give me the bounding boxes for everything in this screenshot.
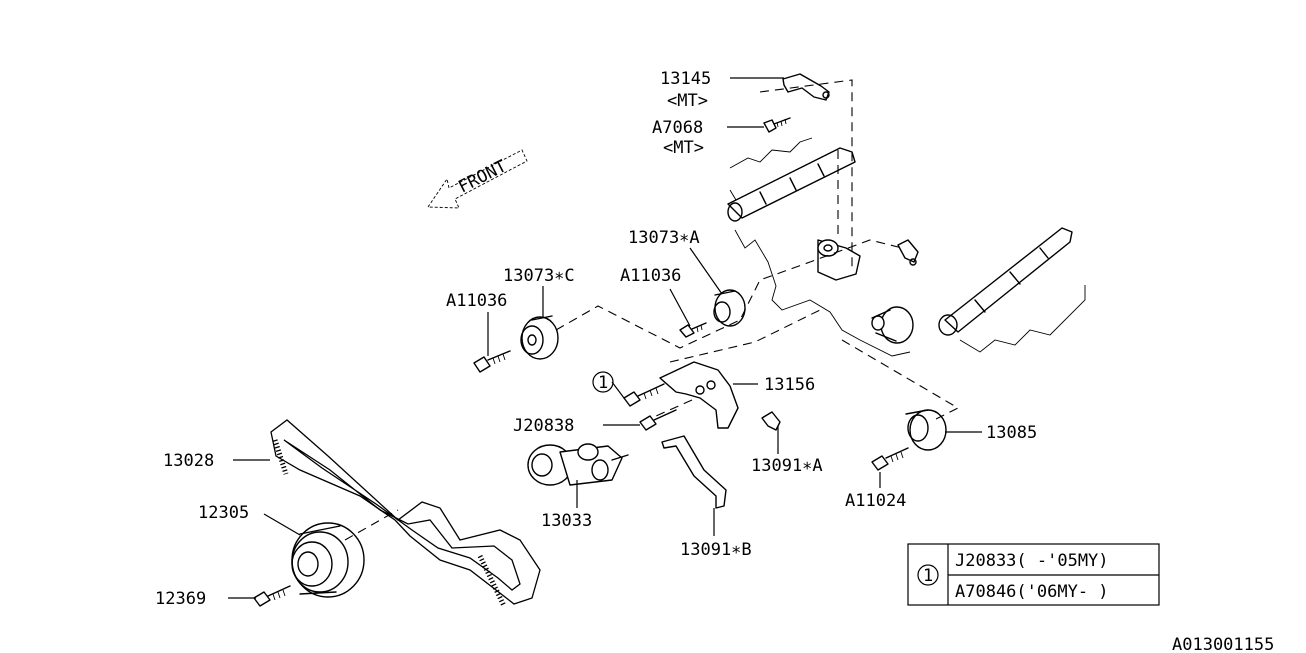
callout-13091a: 13091∗A <box>751 456 823 476</box>
ref-marker-1-label: 1 <box>598 373 608 393</box>
rod-13091b <box>661 435 727 509</box>
callout-13085: 13085 <box>986 423 1037 443</box>
callout-j20838: J20838 <box>513 416 574 436</box>
leader-lines <box>228 77 982 599</box>
timing-belt-13028 <box>270 419 541 608</box>
bolt-j20838 <box>639 409 677 431</box>
callout-13073a: 13073∗A <box>628 228 700 248</box>
callout-12305: 12305 <box>198 503 249 523</box>
callout-13028: 13028 <box>163 451 214 471</box>
idler-pulley-right <box>871 306 914 344</box>
bolt-a11036-mid <box>679 322 707 338</box>
legend-marker: 1 <box>923 566 933 586</box>
clip-13091a <box>761 411 781 431</box>
bolt-a11024 <box>871 447 909 471</box>
tensioner-bracket-13156 <box>659 361 739 429</box>
legend-row-2: A70846('06MY- ) <box>955 582 1109 602</box>
callout-13073c: 13073∗C <box>503 266 575 286</box>
bolt-a7068 <box>763 117 791 133</box>
callout-13033: 13033 <box>541 511 592 531</box>
callout-13156: 13156 <box>764 375 815 395</box>
callout-13091b: 13091∗B <box>680 540 752 560</box>
idler-pulley-13073c <box>520 315 559 360</box>
ref-marker-1: 1 <box>592 371 614 393</box>
callout-13145-note: <MT> <box>667 91 708 111</box>
crank-pulley-12305 <box>291 522 365 598</box>
legend-table: 1 J20833( -'05MY) A70846('06MY- ) <box>907 543 1160 606</box>
camshaft-upper <box>727 137 856 222</box>
idler-pulley-13085 <box>905 409 947 451</box>
small-clip-upper-right <box>897 239 919 266</box>
callout-13145: 13145 <box>660 69 711 89</box>
callout-12369: 12369 <box>155 589 206 609</box>
callout-a11036-mid: A11036 <box>620 266 681 286</box>
cylinder-head-outline <box>734 229 911 357</box>
timing-belt-cover-bracket <box>782 73 830 101</box>
idler-pulley-13073a <box>713 289 746 327</box>
bolt-ref-1 <box>623 383 665 407</box>
front-arrow-icon: FRONT <box>427 149 528 209</box>
callout-a11024: A11024 <box>845 491 906 511</box>
assembly-lines <box>344 79 960 541</box>
bolt-12369 <box>253 585 291 607</box>
callout-a11036-left: A11036 <box>446 291 507 311</box>
diagram-id: A013001155 <box>1172 635 1274 653</box>
idler-pulley-upper <box>817 239 861 281</box>
tensioner-13033 <box>527 443 629 486</box>
front-label: FRONT <box>455 156 510 197</box>
callout-a7068: A7068 <box>652 118 703 138</box>
bolt-a11036-left <box>473 350 511 373</box>
camshaft-right <box>938 227 1086 353</box>
legend-row-1: J20833( -'05MY) <box>955 551 1109 571</box>
callout-a7068-note: <MT> <box>663 138 704 158</box>
